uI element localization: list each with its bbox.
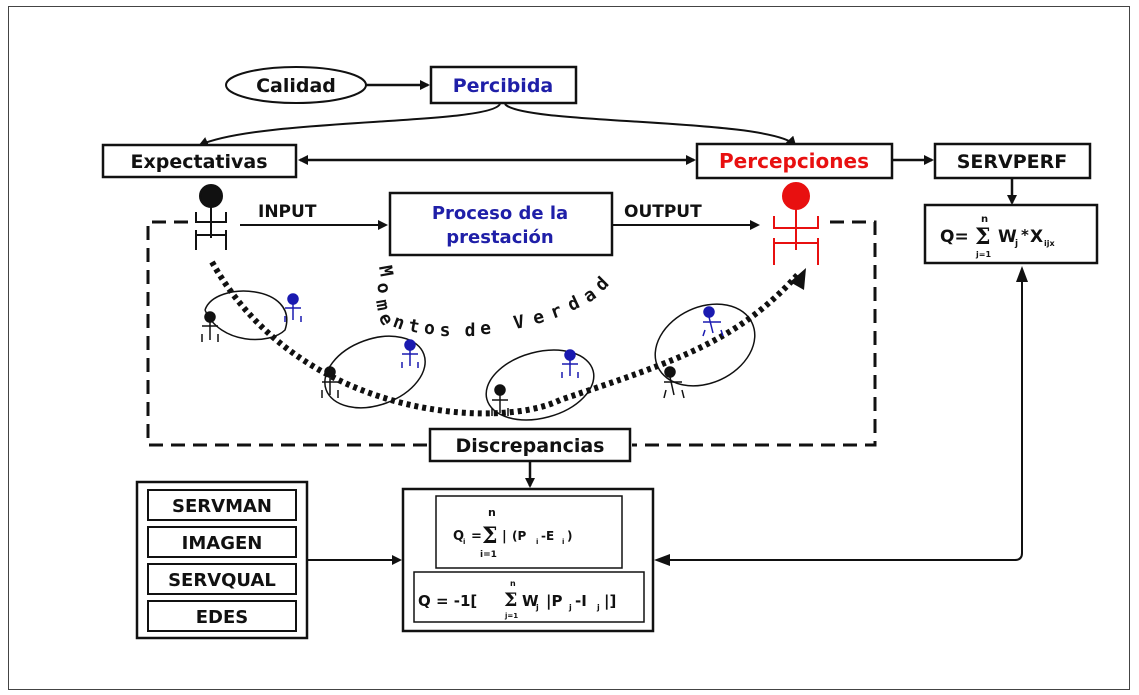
weighted-formula-minus: -I xyxy=(575,592,587,610)
expectativas-node: Expectativas xyxy=(101,143,298,179)
weighted-formula-i-sub: j xyxy=(596,603,600,612)
weighted-formula-box xyxy=(413,571,645,623)
moments-arc-arrowhead xyxy=(790,268,806,290)
percibida-to-percepciones-arrow xyxy=(504,103,797,147)
interaction-4 xyxy=(654,303,756,399)
connector-arrowhead-left xyxy=(654,554,670,566)
output-label-group: OUTPUT xyxy=(624,202,702,222)
dashed-loop-right xyxy=(632,220,877,447)
models-box: SERVMAN IMAGEN SERVQUAL EDES xyxy=(135,480,309,640)
gap-formula-close: ) xyxy=(567,529,572,543)
formulas-box: Q i = n Σ i=1 | (P i -E i ) Q = -1[ n Σ … xyxy=(401,487,655,633)
gap-formula-p-sub: i xyxy=(536,538,538,546)
calidad-label: Calidad xyxy=(256,75,336,97)
discrepancias-label: Discrepancias xyxy=(456,435,605,457)
model-item-box xyxy=(147,489,297,521)
gap-formula-sum-bottom: i=1 xyxy=(480,550,497,560)
interaction-2 xyxy=(321,335,426,409)
proceso-node: Proceso de la prestación xyxy=(388,191,614,257)
gap-formula-body: (P xyxy=(512,529,526,543)
weighted-formula-close: |] xyxy=(604,592,616,611)
model-item-label: EDES xyxy=(196,607,249,628)
customer-figure-red xyxy=(773,182,819,265)
servperf-star: * xyxy=(1021,226,1029,244)
gap-formula-lhs-sub: i xyxy=(463,538,465,546)
servperf-w-sub: j xyxy=(1014,239,1018,249)
servperf-formula-lhs: Q= xyxy=(940,227,969,247)
interaction-3 xyxy=(485,349,595,421)
momentos-letter: e xyxy=(531,306,547,329)
percepciones-label: Percepciones xyxy=(719,149,869,173)
model-item-label: IMAGEN xyxy=(182,533,263,554)
model-item-label: SERVQUAL xyxy=(168,570,276,591)
weighted-formula-sum-top: n xyxy=(510,579,516,588)
servperf-formula-box: Q= n Σ j=1 W j * X ijx xyxy=(923,203,1099,265)
gap-formula-sigma: Σ xyxy=(482,523,498,549)
dashed-loop-left xyxy=(146,220,428,447)
calidad-node: Calidad xyxy=(225,66,367,104)
momentos-letter: t xyxy=(407,315,421,338)
servperf-x-sub: ijx xyxy=(1044,239,1055,248)
weighted-formula-abs-open: |P xyxy=(546,592,562,611)
expectativas-label: Expectativas xyxy=(131,151,268,173)
model-item-box xyxy=(147,600,297,632)
gap-formula-eq: = xyxy=(471,529,482,544)
weighted-formula-p-sub: j xyxy=(568,603,572,612)
model-item-box xyxy=(147,526,297,558)
input-label: INPUT xyxy=(258,202,317,222)
model-item-label: SERVMAN xyxy=(172,496,272,517)
servperf-sum-bottom: j=1 xyxy=(975,250,991,259)
servperf-w: W xyxy=(998,227,1017,247)
momentos-letter: d xyxy=(465,320,476,341)
percibida-label: Percibida xyxy=(453,75,554,97)
interaction-1 xyxy=(201,290,302,342)
gap-formula-box xyxy=(435,495,623,569)
gap-formula-bar: | xyxy=(502,529,507,544)
gap-formula-sum-top: n xyxy=(488,506,496,519)
weighted-formula-lhs: Q = -1[ xyxy=(418,592,477,610)
model-item-box xyxy=(147,563,297,595)
percepciones-node: Percepciones xyxy=(695,142,894,180)
weighted-formula-w-sub: j xyxy=(535,603,539,612)
connector-arrowhead-up xyxy=(1016,266,1028,282)
customer-figure-black xyxy=(195,184,227,250)
discrepancias-node: Discrepancias xyxy=(428,427,632,463)
momentos-letter: r xyxy=(547,300,565,323)
momentos-letter: o xyxy=(372,281,395,295)
servperf-formulas-connector xyxy=(660,278,1023,561)
momentos-letter: d xyxy=(564,292,583,316)
output-label: OUTPUT xyxy=(624,202,702,222)
momentos-letter: m xyxy=(371,298,394,312)
proceso-label-line1: Proceso de la xyxy=(432,203,568,224)
percibida-node: Percibida xyxy=(429,65,578,105)
gap-formula-lhs: Q xyxy=(453,529,464,544)
momentos-letter: d xyxy=(591,273,614,296)
gap-formula-e-sub: i xyxy=(562,538,564,546)
servperf-node: SERVPERF xyxy=(933,142,1092,180)
percibida-to-expectativas-arrow xyxy=(198,103,501,147)
servperf-x: X xyxy=(1030,227,1043,247)
momentos-letter: V xyxy=(512,311,526,334)
weighted-formula-w: W xyxy=(522,592,539,610)
momentos-letter: e xyxy=(479,318,492,340)
momentos-letter: M xyxy=(374,264,397,278)
proceso-label-line2: prestación xyxy=(446,227,553,248)
momentos-letter: s xyxy=(440,320,451,341)
momentos-letter: o xyxy=(423,318,436,340)
servperf-label: SERVPERF xyxy=(957,151,1068,173)
weighted-formula-sum-bottom: j=1 xyxy=(504,612,518,620)
moments-arc xyxy=(209,260,803,417)
servperf-sigma: Σ xyxy=(975,224,991,250)
weighted-formula-sigma: Σ xyxy=(504,589,517,611)
input-label-group: INPUT xyxy=(258,202,317,222)
gap-formula-minus: -E xyxy=(541,529,554,543)
servperf-sum-top: n xyxy=(981,214,988,225)
